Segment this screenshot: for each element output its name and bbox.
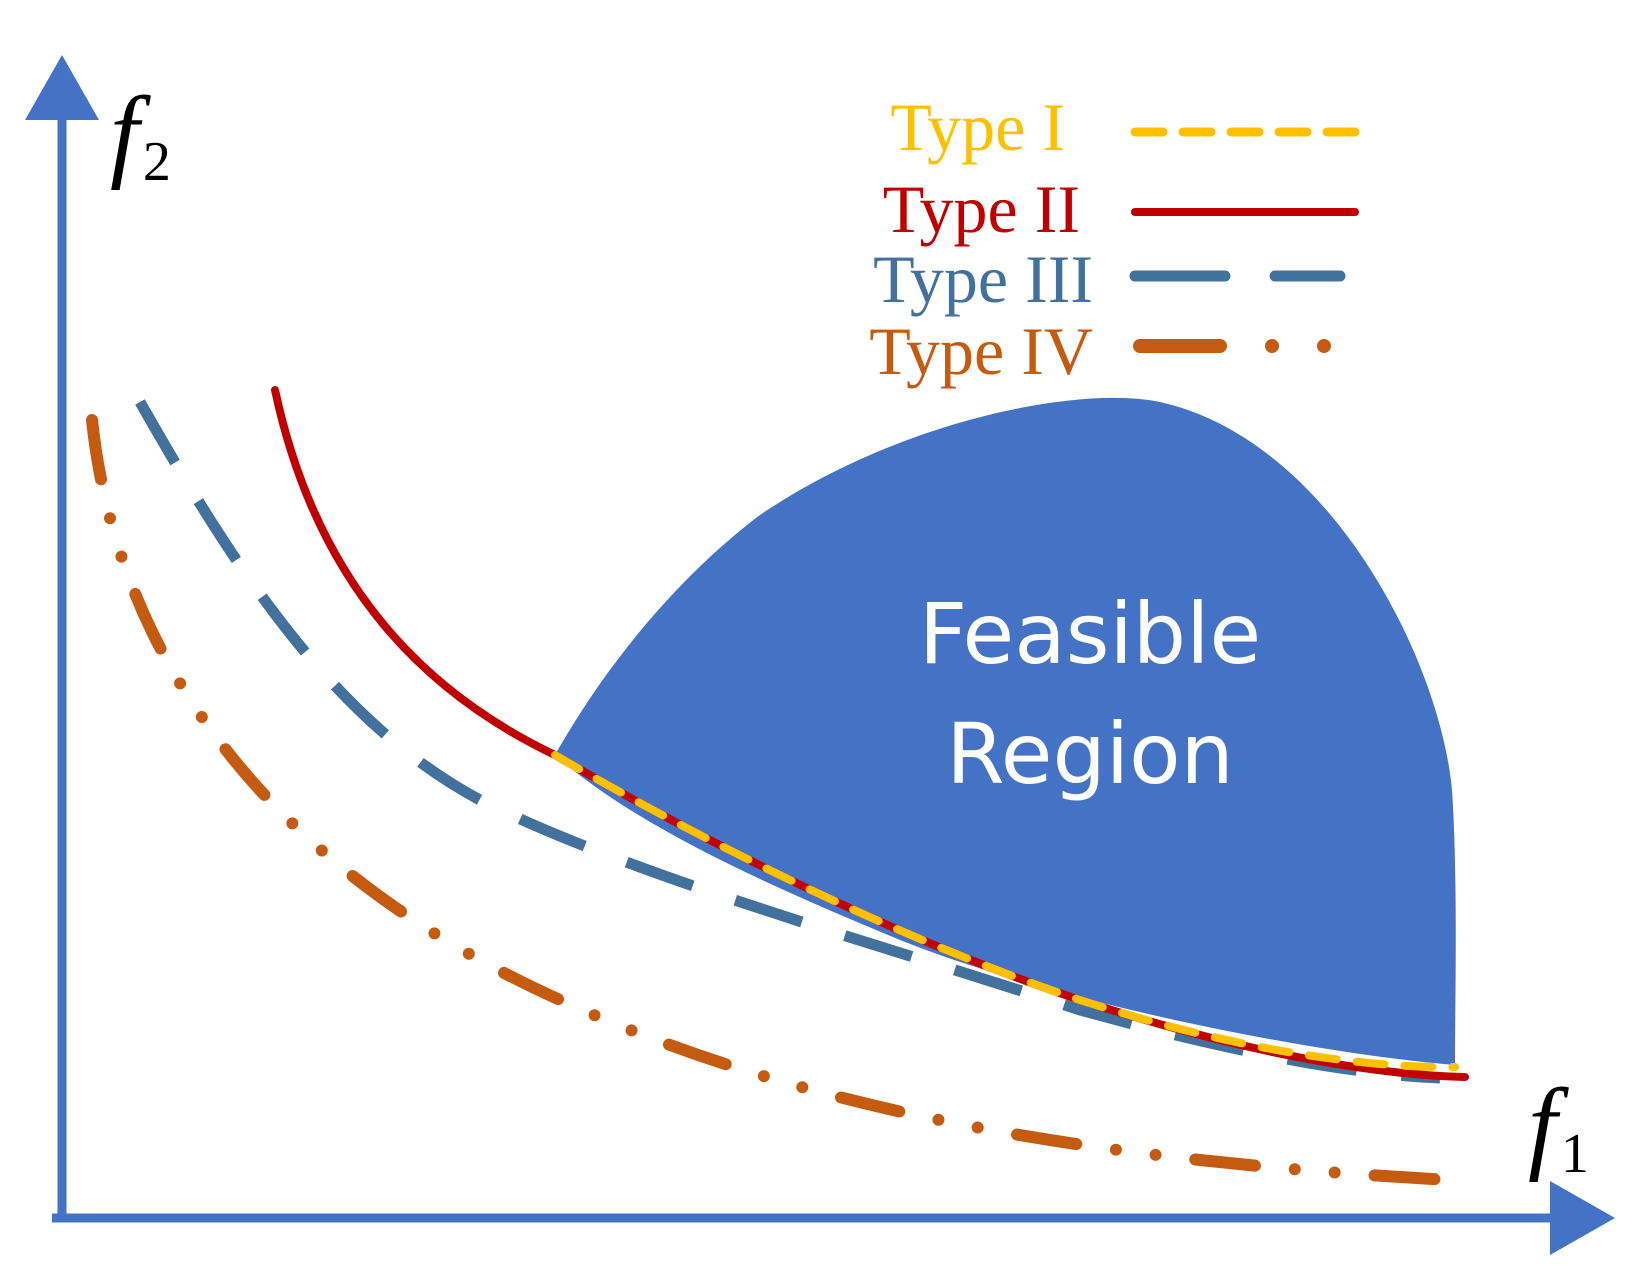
legend-label-type-ii: Type II [883,171,1080,247]
legend-label-type-iii: Type III [873,241,1093,317]
x-axis-arrowhead [1550,1181,1615,1255]
x-axis-label: f1 [1528,1068,1589,1185]
legend: Type I Type II Type III Type IV [869,89,1360,389]
y-axis-subscript: 2 [143,131,171,193]
y-axis-arrowhead [25,55,99,120]
feasible-region-label-line1: Feasible [919,585,1261,683]
type-iv-curve [86,414,1476,1187]
feasible-region-shape [555,397,1456,1065]
legend-item-type-iii: Type III [873,241,1346,317]
legend-item-type-iv: Type IV [869,313,1357,389]
legend-item-type-i: Type I [890,89,1360,165]
legend-label-type-iv: Type IV [869,313,1093,389]
y-axis-label: f2 [110,76,171,193]
type-iii-curve [135,399,1441,1084]
legend-label-type-i: Type I [890,89,1065,165]
x-axis-subscript: 1 [1561,1123,1589,1185]
feasible-region-label-line2: Region [946,705,1234,803]
legend-item-type-ii: Type II [883,171,1359,247]
type-i-curve [551,751,1459,1072]
